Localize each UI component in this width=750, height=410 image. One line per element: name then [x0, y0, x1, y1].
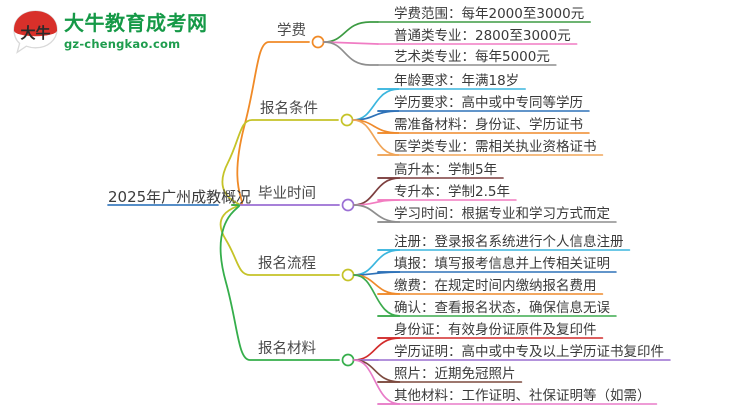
leaf-label-3-3: 学习时间：根据专业和学习方式而定 [394, 206, 610, 222]
connector-line [231, 41, 310, 206]
logo-url: gz-chengkao.com [64, 37, 181, 51]
leaf-label-1-1: 学费范围：每年2000至3000元 [394, 6, 585, 22]
leaf-label-2-2: 学历要求：高中或中专同等学历 [394, 95, 583, 111]
site-logo: 大牛 大牛教育成考网 gz-chengkao.com [12, 8, 227, 60]
node-circle[interactable] [340, 113, 354, 127]
branch-label-2: 报名条件 [260, 101, 318, 117]
logo-title: 大牛教育成考网 [64, 11, 208, 35]
branch-label-5: 报名材料 [258, 341, 316, 357]
connector-line [323, 41, 379, 45]
node-circle[interactable] [311, 35, 325, 49]
connector-line [352, 119, 400, 156]
leaf-label-5-4: 其他材料：工作证明、社保证明等（如需） [394, 388, 651, 404]
node-circle[interactable] [341, 268, 355, 282]
leaf-label-4-3: 缴费：在规定时间内缴纳报名费用 [394, 278, 597, 294]
leaf-label-2-1: 年龄要求：年满18岁 [394, 73, 520, 89]
leaf-label-3-2: 专升本：学制2.5年 [394, 184, 510, 200]
branch-label-1: 学费 [277, 23, 306, 39]
node-circle[interactable] [341, 353, 355, 367]
leaf-label-3-1: 高升本：学制5年 [394, 162, 498, 178]
leaf-label-4-1: 注册：登录报名系统进行个人信息注册 [394, 234, 624, 250]
connector-line [323, 41, 379, 66]
leaf-label-1-3: 艺术类专业：每年5000元 [394, 49, 550, 65]
branch-label-4: 报名流程 [258, 256, 316, 272]
leaf-label-2-4: 医学类专业：需相关执业资格证书 [394, 139, 597, 155]
connector-line [323, 21, 379, 43]
leaf-label-5-1: 身份证：有效身份证原件及复印件 [394, 322, 597, 338]
logo-text-block: 大牛教育成考网 gz-chengkao.com [64, 11, 208, 52]
connector-line [219, 204, 340, 361]
leaf-label-4-4: 确认：查看报名状态，确保信息无误 [394, 300, 610, 316]
logo-mark-icon: 大牛 [13, 10, 58, 54]
leaf-label-5-3: 照片：近期免冠照片 [394, 366, 516, 382]
leaf-label-5-2: 学历证明：高中或中专及以上学历证书复印件 [394, 344, 664, 360]
node-circle[interactable] [341, 198, 355, 212]
branch-label-3: 毕业时间 [258, 186, 316, 202]
root-label: 2025年广州成教概况 [108, 188, 252, 206]
leaf-label-2-3: 需准备材料：身份证、学历证书 [394, 117, 583, 133]
leaf-label-4-2: 填报：填写报考信息并上传相关证明 [394, 256, 610, 272]
svg-text:大牛: 大牛 [20, 24, 50, 42]
leaf-label-1-2: 普通类专业：2800至3000元 [394, 28, 571, 44]
